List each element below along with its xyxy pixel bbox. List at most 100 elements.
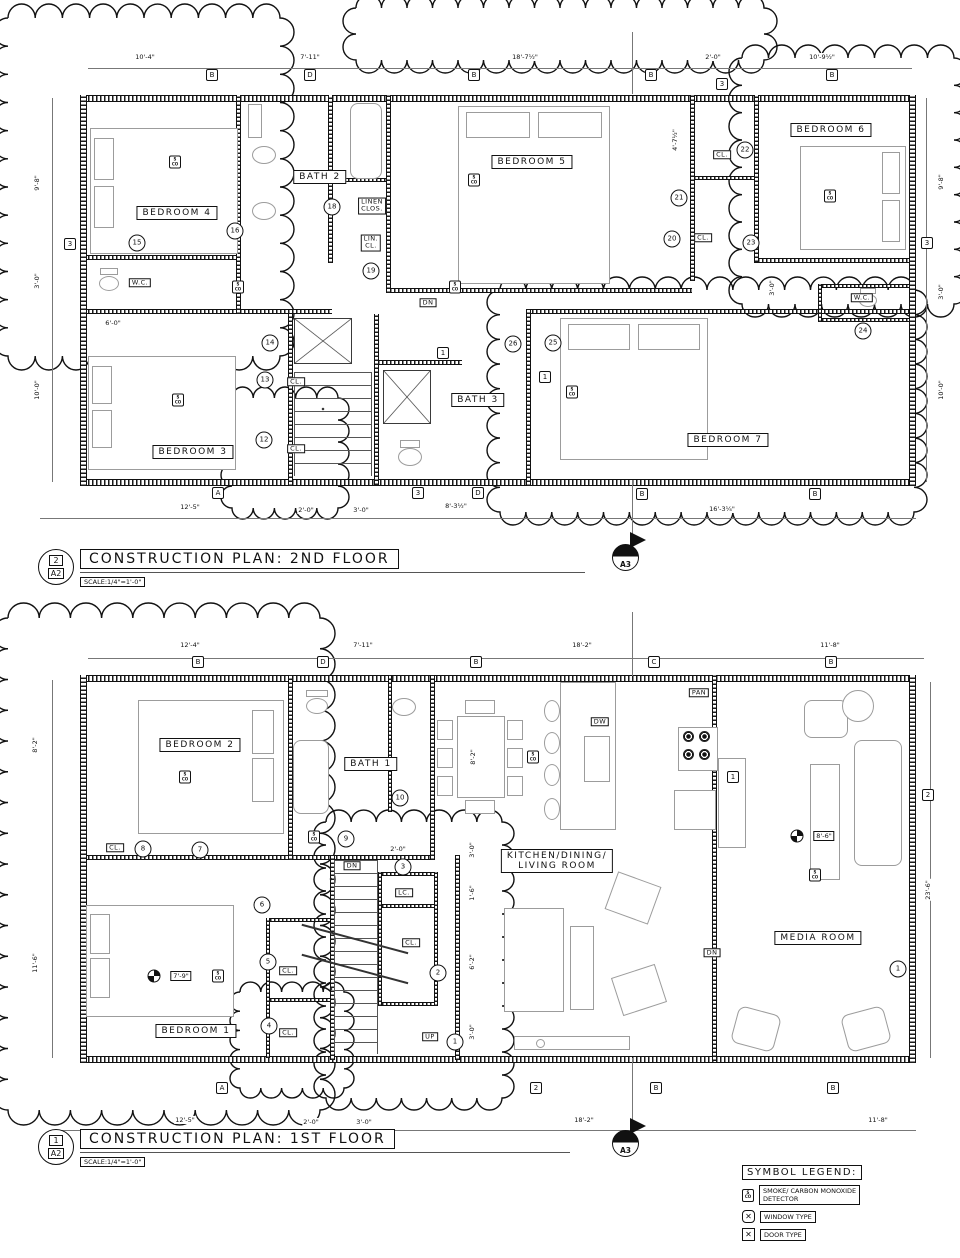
room-label: MEDIA ROOM bbox=[774, 931, 862, 945]
door-tag: 14 bbox=[261, 334, 279, 352]
fixture bbox=[90, 128, 238, 254]
dimension-label: 12'-5" bbox=[174, 1116, 196, 1124]
window-tag: B bbox=[206, 69, 218, 81]
fixture bbox=[437, 748, 453, 768]
window-tag: A bbox=[216, 1082, 228, 1094]
window-tag: B bbox=[636, 488, 648, 500]
fixture bbox=[632, 612, 633, 676]
fixture bbox=[507, 720, 523, 740]
dimension-label: 8'-2" bbox=[469, 748, 477, 766]
window-tag: B bbox=[825, 656, 837, 668]
smoke-detector-icon: S CO bbox=[824, 189, 836, 203]
fixture bbox=[810, 764, 840, 880]
wall bbox=[528, 309, 916, 314]
window-tag: 2 bbox=[922, 789, 934, 801]
fixture bbox=[252, 710, 274, 754]
window-tag: 2 bbox=[530, 1082, 542, 1094]
dimension-label: 1'-6" bbox=[468, 884, 476, 902]
ceiling-height-label: 8'-6" bbox=[813, 831, 835, 841]
door-tag: 16 bbox=[226, 222, 244, 240]
wall bbox=[378, 1002, 436, 1006]
fixture bbox=[699, 749, 710, 760]
fixture bbox=[584, 736, 610, 782]
window-tag: B bbox=[468, 69, 480, 81]
door-tag: 24 bbox=[854, 322, 872, 340]
smoke-detector-icon: S CO bbox=[527, 750, 539, 764]
window-type-icon: ✕ bbox=[742, 1210, 755, 1224]
smoke-detector-icon: S CO bbox=[232, 280, 244, 294]
wall bbox=[818, 318, 914, 322]
drawing-number: 1 bbox=[49, 1135, 63, 1146]
fixture bbox=[306, 690, 328, 697]
window-tag: D bbox=[304, 69, 316, 81]
fixture bbox=[52, 680, 53, 1058]
fixture bbox=[842, 690, 874, 722]
window-tag: 1 bbox=[539, 371, 551, 383]
door-tag: 3 bbox=[394, 858, 412, 876]
fixture bbox=[94, 138, 114, 180]
wall bbox=[80, 255, 240, 260]
room-label: BATH 3 bbox=[451, 393, 505, 407]
door-tag: 26 bbox=[504, 335, 522, 353]
fixture bbox=[40, 518, 916, 519]
smoke-detector-icon: S CO bbox=[172, 393, 184, 407]
window-tag: 3 bbox=[716, 78, 728, 90]
wall bbox=[818, 284, 822, 322]
closet-or-direction-label: CL. bbox=[287, 444, 305, 454]
fixture bbox=[99, 276, 119, 291]
dimension-label: 10'-0" bbox=[33, 379, 41, 401]
room-label: BEDROOM 7 bbox=[687, 433, 769, 447]
ceiling-height-label: 7'-9" bbox=[170, 971, 192, 981]
door-tag: 13 bbox=[256, 371, 274, 389]
dimension-label: 16'-3¼" bbox=[708, 505, 736, 513]
door-tag: 15 bbox=[128, 234, 146, 252]
dimension-label: 11'-6" bbox=[31, 952, 39, 974]
dimension-label: 12'-5" bbox=[179, 503, 201, 511]
fixture bbox=[926, 98, 927, 482]
section-marker-1st-floor: A3 bbox=[612, 1116, 656, 1162]
window-tag: 3 bbox=[412, 487, 424, 499]
dimension-label: 2'-0" bbox=[302, 1118, 320, 1126]
closet-or-direction-label: CL. bbox=[287, 377, 305, 387]
fixture bbox=[92, 410, 112, 448]
window-tag: 3 bbox=[64, 238, 76, 250]
door-tag: 6 bbox=[253, 896, 271, 914]
dimension-label: 9'-8" bbox=[33, 174, 41, 192]
fixture bbox=[457, 716, 505, 798]
door-tag: 8 bbox=[134, 840, 152, 858]
door-tag: 7 bbox=[191, 841, 209, 859]
closet-or-direction-label: CL. bbox=[106, 843, 124, 853]
fixture bbox=[306, 698, 328, 714]
fixture bbox=[100, 268, 118, 275]
dimension-label: 3'-0" bbox=[768, 279, 776, 297]
fixture bbox=[632, 32, 633, 94]
legend-item-label: DOOR TYPE bbox=[760, 1228, 806, 1241]
dimension-label: 18'-7½" bbox=[511, 53, 539, 61]
fixture bbox=[88, 68, 912, 69]
legend-title: SYMBOL LEGEND: bbox=[742, 1165, 862, 1180]
wall bbox=[288, 675, 293, 860]
window-tag: B bbox=[827, 1082, 839, 1094]
smoke-detector-icon: S CO bbox=[566, 385, 578, 399]
dimension-label: 18'-2" bbox=[571, 641, 593, 649]
fixture bbox=[699, 731, 710, 742]
symbol-legend: SYMBOL LEGEND: S CO SMOKE/ CARBON MONOXI… bbox=[742, 1160, 956, 1242]
closet-or-direction-label: LIN. CL. bbox=[360, 234, 382, 252]
fixture bbox=[437, 776, 453, 796]
wall bbox=[288, 314, 293, 486]
revision-cloud bbox=[728, 44, 960, 318]
wall bbox=[266, 918, 270, 1058]
door-tag: 5 bbox=[259, 953, 277, 971]
wall bbox=[80, 309, 332, 314]
door-tag: 23 bbox=[742, 234, 760, 252]
fixture bbox=[632, 480, 633, 534]
dimension-label: 23'-6" bbox=[924, 879, 932, 901]
fixture bbox=[683, 749, 694, 760]
smoke-detector-icon: S CO bbox=[449, 280, 461, 294]
fixture bbox=[94, 186, 114, 228]
room-label: BEDROOM 1 bbox=[155, 1024, 237, 1038]
fixture bbox=[507, 748, 523, 768]
fixture bbox=[632, 1058, 633, 1120]
revision-cloud bbox=[486, 276, 928, 526]
